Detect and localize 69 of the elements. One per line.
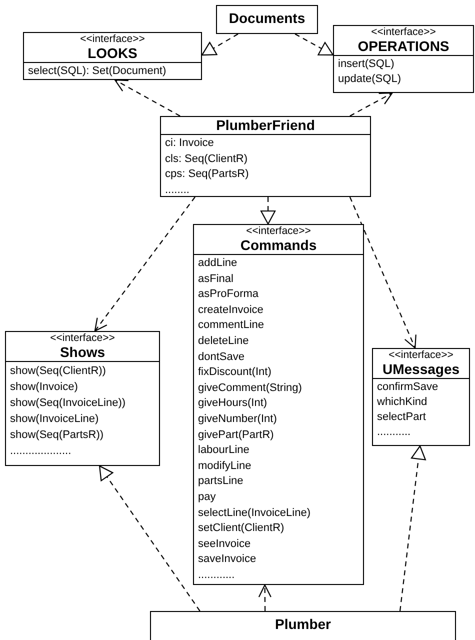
member-text: partsLine xyxy=(198,474,244,490)
realization-arrow xyxy=(201,34,238,56)
member-text: whichKind xyxy=(377,395,428,410)
class-box xyxy=(150,611,456,640)
member-text: cls: Seq(ClientR) xyxy=(165,152,249,166)
class-box xyxy=(372,348,470,446)
member-text: giveComment(String) xyxy=(198,380,303,396)
dependency-arrow xyxy=(350,92,393,116)
member-text: show(Invoice) xyxy=(10,380,79,395)
stereotype-label: <<interface>> xyxy=(79,33,146,45)
member-text: ........... xyxy=(377,425,412,440)
realization-arrow xyxy=(399,445,426,612)
class-name: Commands xyxy=(239,237,318,254)
stereotype-label: <<interface>> xyxy=(370,26,437,38)
class-name: Documents xyxy=(228,10,306,27)
member-text: cps: Seq(PartsR) xyxy=(165,167,250,182)
member-text: createInvoice xyxy=(198,302,264,318)
class-name: UMessages xyxy=(381,361,461,378)
member-text: givePart(PartR) xyxy=(198,428,275,443)
member-text: dontSave xyxy=(198,350,246,365)
realization-arrow xyxy=(260,197,276,225)
class-name: OPERATIONS xyxy=(356,38,450,55)
stereotype-label: <<interface>> xyxy=(245,225,312,237)
member-text: giveNumber(Int) xyxy=(198,412,278,427)
member-text: setClient(ClientR) xyxy=(198,521,286,536)
class-name: Plumber xyxy=(274,616,332,633)
member-text: commentLine xyxy=(198,318,266,334)
stereotype-label: <<interface>> xyxy=(388,349,454,361)
member-text: deleteLine xyxy=(198,334,250,349)
member-text: asFinal xyxy=(198,272,234,287)
member-text: selectPart xyxy=(377,410,427,425)
member-text: show(InvoiceLine) xyxy=(10,412,100,427)
member-text: addLine xyxy=(198,256,238,271)
dependency-arrow xyxy=(114,79,180,116)
class-name: LOOKS xyxy=(86,45,138,62)
realization-arrow xyxy=(294,34,334,56)
member-text: show(Seq(InvoiceLine)) xyxy=(10,396,127,411)
member-text: .................... xyxy=(10,444,72,459)
dependency-arrow xyxy=(94,196,196,332)
member-text: update(SQL) xyxy=(338,72,402,87)
realization-arrow xyxy=(99,465,200,612)
class-box xyxy=(160,116,371,197)
class-box xyxy=(23,32,202,80)
member-text: insert(SQL) xyxy=(338,57,396,72)
member-text: fixDiscount(Int) xyxy=(198,365,272,380)
member-text: labourLine xyxy=(198,443,250,458)
class-name: Shows xyxy=(58,344,106,361)
member-text: show(Seq(PartsR)) xyxy=(10,428,105,443)
member-text: asProForma xyxy=(198,287,260,302)
member-text: pay xyxy=(198,490,217,505)
class-name: PlumberFriend xyxy=(215,117,316,134)
member-text: saveInvoice xyxy=(198,552,258,568)
member-text: ci: Invoice xyxy=(165,136,215,151)
member-text: confirmSave xyxy=(377,380,440,395)
member-text: modifyLine xyxy=(198,458,252,474)
class-box xyxy=(193,224,364,585)
member-text: ............ xyxy=(198,568,236,583)
stereotype-label: <<interface>> xyxy=(49,332,116,344)
class-box xyxy=(333,25,474,93)
member-text: show(Seq(ClientR)) xyxy=(10,364,107,379)
member-text: seeInvoice xyxy=(198,536,252,552)
dependency-arrow xyxy=(349,196,416,349)
member-text: ........ xyxy=(165,182,190,198)
member-text: selectLine(InvoiceLine) xyxy=(198,506,312,520)
member-text: select(SQL): Set(Document) xyxy=(28,64,168,79)
member-text: giveHours(Int) xyxy=(198,396,268,412)
class-box xyxy=(216,5,318,34)
class-box xyxy=(5,331,160,466)
dependency-arrow xyxy=(258,584,272,611)
